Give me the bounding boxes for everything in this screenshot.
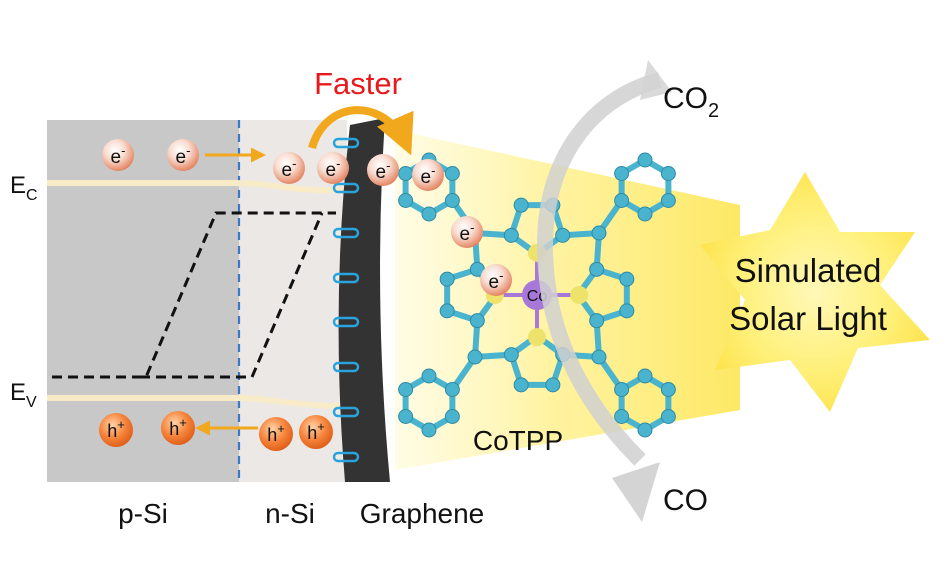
electron: e- (273, 152, 305, 184)
solar-light-star (700, 172, 930, 412)
carbon-atom (619, 271, 635, 287)
light-label-line1: Simulated (735, 252, 882, 289)
carbon-atom (444, 382, 460, 397)
electron: e- (167, 139, 199, 171)
linker-icon (332, 316, 360, 328)
carbon-atom (637, 422, 653, 438)
carbon-atom (637, 206, 653, 222)
co-label: CO (663, 484, 708, 517)
svg-text:e-: e- (326, 156, 341, 181)
carbon-atom (444, 409, 460, 424)
carbon-atom (591, 349, 607, 365)
svg-text:e-: e- (282, 156, 297, 181)
svg-text:h+: h+ (267, 421, 285, 445)
svg-text:e-: e- (176, 143, 191, 168)
carbon-atom (637, 152, 653, 168)
carbon-atom (398, 193, 414, 208)
carbon-atom (439, 303, 455, 319)
svg-text:h+: h+ (307, 419, 325, 443)
carbon-atom (545, 377, 561, 393)
hole: h+ (99, 413, 133, 447)
graphene-layer (338, 118, 390, 482)
fermi-level-p (52, 211, 336, 379)
p-si-label: p-Si (118, 498, 168, 529)
carbon-atom (591, 225, 607, 241)
carbon-atom (660, 193, 676, 208)
graphene-links (332, 137, 360, 463)
light-label-line2: Solar Light (729, 300, 887, 337)
carbon-atom (660, 382, 676, 397)
carbon-atom (421, 206, 437, 222)
electron: e- (317, 152, 349, 184)
carbon-atom (439, 271, 455, 287)
carbon-atom (444, 193, 460, 208)
reaction-arrow (536, 72, 663, 466)
carbon-atom (421, 368, 437, 384)
carbon-atom (614, 193, 630, 208)
carbon-atom (398, 166, 414, 181)
carbon-atom (513, 197, 529, 213)
fermi-level-n (140, 212, 324, 379)
ev-label: EV (10, 379, 37, 411)
hole: h+ (299, 415, 333, 449)
carbon-atom (619, 303, 635, 319)
linker-icon (332, 406, 360, 418)
reaction-tail (640, 60, 672, 100)
carbon-atom (614, 166, 630, 181)
linker-icon (332, 272, 360, 284)
svg-text:e-: e- (376, 158, 391, 183)
carbon-atom (513, 377, 529, 393)
ec-label: EC (10, 172, 38, 204)
carbon-atom (503, 347, 519, 363)
carbon-atom (589, 261, 605, 277)
conduction-band-line (47, 180, 346, 194)
cotpp-label: CoTPP (473, 425, 563, 456)
svg-text:e-: e- (421, 163, 436, 188)
light-beam (395, 130, 740, 470)
svg-text:h+: h+ (107, 417, 125, 441)
svg-text:e-: e- (111, 143, 126, 168)
nitrogen-atom (570, 286, 589, 304)
title: Faster (314, 66, 402, 101)
electron: e- (102, 139, 134, 171)
linker-icon (332, 361, 360, 373)
n-si-label: n-Si (265, 498, 315, 529)
reaction-arrowhead (612, 462, 660, 522)
carbon-atom (589, 313, 605, 329)
faster-arrow (308, 106, 414, 156)
linker-icon (332, 137, 360, 149)
carbon-atom (614, 409, 630, 424)
linker-icon (332, 451, 360, 463)
carbon-atom (503, 227, 519, 243)
carbon-atom (637, 368, 653, 384)
electron: e- (412, 159, 444, 191)
linker-icon (332, 227, 360, 239)
carbon-atom (444, 166, 460, 181)
carbon-atom (421, 422, 437, 438)
co2-label: CO2 (663, 82, 719, 122)
carbon-atom (660, 166, 676, 181)
electron: e- (451, 216, 483, 248)
carbon-atom (614, 382, 630, 397)
svg-text:e-: e- (460, 220, 475, 245)
linker-icon (332, 182, 360, 194)
carbon-atom (660, 409, 676, 424)
carbon-atom (469, 313, 485, 329)
graphene-label: Graphene (360, 498, 485, 529)
hole: h+ (161, 411, 195, 445)
carbon-atom (555, 227, 571, 243)
valence-band-line (47, 395, 346, 409)
carbon-atom (398, 382, 414, 397)
svg-text:e-: e- (489, 268, 504, 293)
svg-text:h+: h+ (169, 415, 187, 439)
electron: e- (367, 154, 399, 186)
nitrogen-atom (528, 328, 546, 347)
electron: e- (480, 264, 512, 296)
hole: h+ (259, 417, 293, 451)
carbon-atom (467, 349, 483, 365)
carbon-atom (398, 409, 414, 424)
